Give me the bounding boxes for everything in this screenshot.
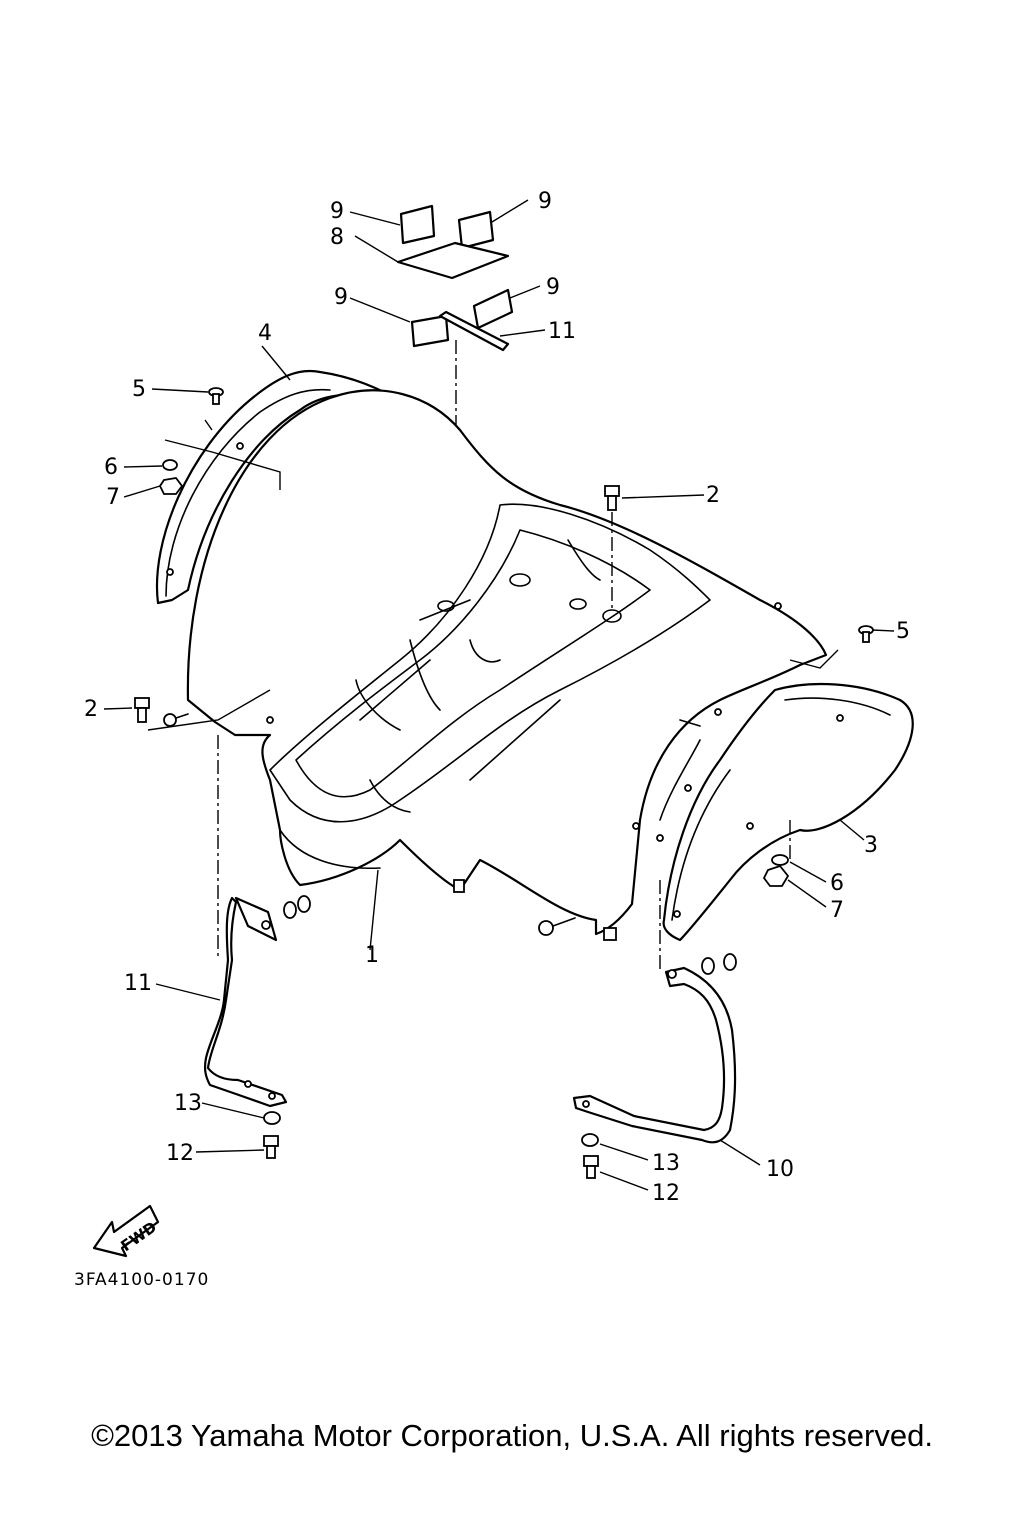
leader-lines: [103, 199, 895, 1191]
screw-left: [163, 713, 189, 727]
callout-9-top-right: 9: [538, 189, 552, 214]
callout-9-mid-left: 9: [334, 285, 348, 310]
pad-9-mid-right: [472, 288, 514, 330]
callout-1: 1: [365, 943, 379, 968]
diagram-code: 3FA4100-0170: [74, 1270, 210, 1290]
bolt-12-left: [263, 1135, 279, 1159]
callouts: 1 2 2 3 4 5 5 6 6 7 7 8 9 9 9 9 10 11 11…: [84, 189, 910, 1206]
nut-7-left: [158, 477, 184, 495]
callout-5-right: 5: [896, 619, 910, 644]
bracket-11-left: [203, 896, 288, 1108]
callout-2-left: 2: [84, 697, 98, 722]
callout-2-right: 2: [706, 483, 720, 508]
callout-12-right: 12: [652, 1181, 680, 1206]
bolt-12-right: [583, 1155, 599, 1179]
callout-3: 3: [864, 833, 878, 858]
bolt-5-left: [208, 387, 224, 405]
rear-fender-1: [186, 389, 828, 941]
callout-9-mid-right: 9: [546, 275, 560, 300]
flap-3-right: [662, 682, 914, 942]
fwd-arrow: FWD: [92, 1204, 160, 1258]
callout-11-upper: 11: [548, 319, 576, 344]
washer-6-left: [162, 459, 178, 471]
callout-11-lower: 11: [124, 971, 152, 996]
bolt-5-right: [858, 625, 874, 643]
bolt-2-left: [134, 697, 150, 723]
callout-13-right: 13: [652, 1151, 680, 1176]
screw-mid: [538, 917, 576, 936]
callout-13-left: 13: [174, 1091, 202, 1116]
callout-7-right: 7: [830, 898, 844, 923]
pad-9-mid-left: [410, 314, 450, 348]
bolt-2-right: [604, 485, 620, 511]
nut-7-right: [762, 864, 790, 887]
callout-6-left: 6: [104, 455, 118, 480]
callout-10: 10: [766, 1157, 794, 1182]
hardware: [134, 387, 874, 1179]
callout-4: 4: [258, 321, 272, 346]
washer-13-left: [263, 1111, 281, 1125]
bracket-10-right: [572, 966, 737, 1144]
copyright-notice: ©2013 Yamaha Motor Corporation, U.S.A. A…: [91, 1418, 933, 1453]
washer-6-right: [771, 854, 789, 866]
callout-12-left: 12: [166, 1141, 194, 1166]
callout-5-left: 5: [132, 377, 146, 402]
assembly-lines: [217, 512, 791, 970]
callout-7-left: 7: [106, 485, 120, 510]
washer-13-right: [581, 1133, 599, 1147]
callout-6-right: 6: [830, 871, 844, 896]
pad-9-top-left: [399, 204, 436, 245]
plate-8: [396, 241, 510, 280]
pad-group: [396, 204, 514, 730]
strip-11-upper: [438, 310, 510, 352]
pad-9-top-right: [457, 210, 495, 250]
callout-8: 8: [330, 225, 344, 250]
callout-9-top-left: 9: [330, 199, 344, 224]
